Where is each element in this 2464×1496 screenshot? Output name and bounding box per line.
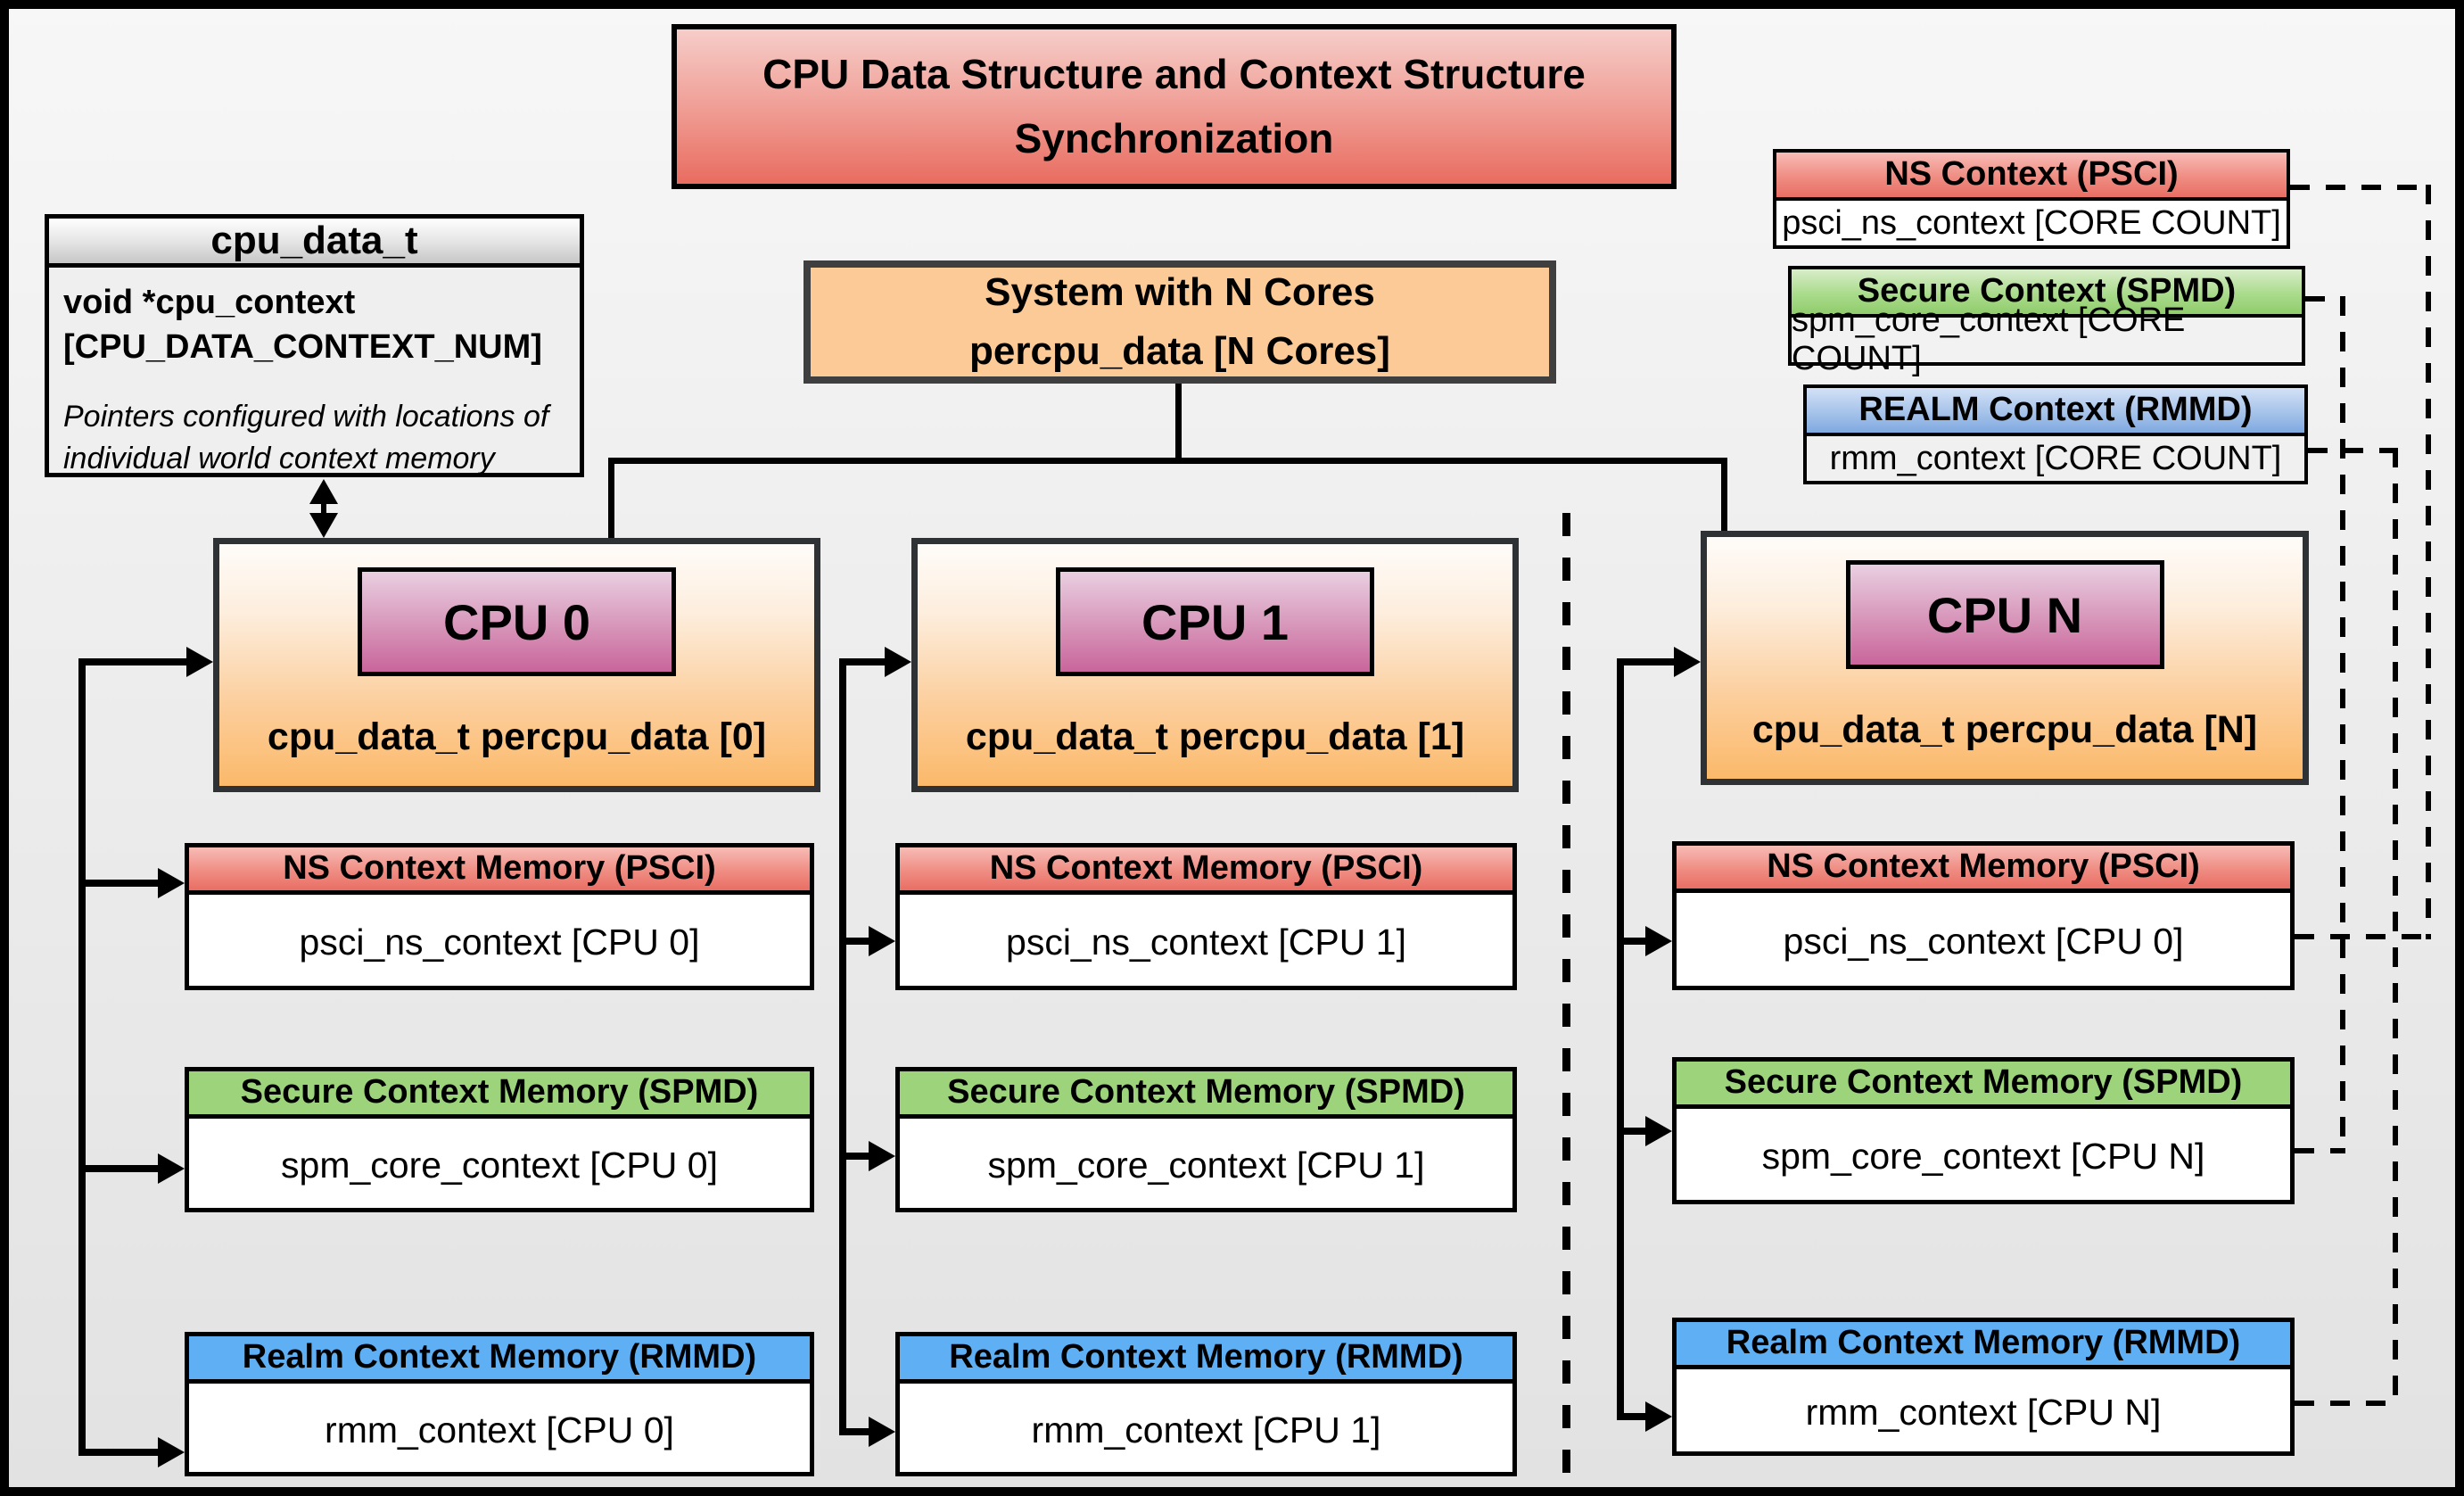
cpu1-realm-header: Realm Context Memory (RMMD) [900, 1336, 1512, 1384]
cpu-data-t-header: cpu_data_t [49, 219, 580, 268]
legend-secure-context: Secure Context (SPMD) spm_core_context [… [1788, 266, 2305, 377]
cpuN-pointer-trunk [1617, 659, 1624, 1420]
cpu1-arrow-realm-head-icon [869, 1417, 895, 1447]
cpu1-pointer-trunk [839, 659, 846, 1435]
cpu-data-t-body: void *cpu_context [CPU_DATA_CONTEXT_NUM]… [49, 268, 580, 492]
cpu0-box: CPU 0 cpu_data_t percpu_data [0] [213, 538, 820, 792]
cpu0-secure-context-memory: Secure Context Memory (SPMD) spm_core_co… [185, 1067, 814, 1212]
cpu1-ns-body: psci_ns_context [CPU 1] [1006, 922, 1406, 963]
cpu1-secure-header: Secure Context Memory (SPMD) [900, 1071, 1512, 1119]
cpu1-box: CPU 1 cpu_data_t percpu_data [1] [911, 538, 1519, 792]
cpuN-label: CPU N [1845, 560, 2164, 669]
cpu0-pointer-trunk [78, 659, 86, 1456]
cpuN-arrow-ns-line [1617, 938, 1645, 945]
legend-ns-dash-top [2290, 185, 2431, 190]
cpu0-realm-header: Realm Context Memory (RMMD) [189, 1336, 810, 1384]
system-drop-line [1175, 384, 1182, 460]
cpuN-arrow-secure-head-icon [1645, 1116, 1672, 1146]
cpu0-realm-body: rmm_context [CPU 0] [325, 1409, 674, 1451]
cpu0-data-label: cpu_data_t percpu_data [0] [267, 715, 767, 758]
legend-realm-context: REALM Context (RMMD) rmm_context [CORE C… [1803, 384, 2308, 484]
legend-ns-dash-vertical [2426, 185, 2431, 939]
cpuN-arrow-cpu-line [1617, 658, 1674, 665]
struct-link-down-arrow-icon [309, 513, 338, 538]
legend-ns-body: psci_ns_context [CORE COUNT] [1776, 201, 2287, 245]
cpu0-arrow-cpu-line [78, 658, 186, 665]
cpu1-arrow-secure-line [839, 1153, 869, 1160]
legend-ns-context: NS Context (PSCI) psci_ns_context [CORE … [1773, 149, 2290, 249]
cpuN-secure-header: Secure Context Memory (SPMD) [1677, 1062, 2290, 1109]
cpuN-secure-context-memory: Secure Context Memory (SPMD) spm_core_co… [1672, 1057, 2295, 1204]
legend-secure-body: spm_core_context [CORE COUNT] [1792, 302, 2186, 377]
cpu1-ns-header: NS Context Memory (PSCI) [900, 847, 1512, 895]
cpuN-ns-context-memory: NS Context Memory (PSCI) psci_ns_context… [1672, 841, 2295, 990]
cpu1-ns-context-memory: NS Context Memory (PSCI) psci_ns_context… [895, 843, 1517, 990]
cpu1-realm-context-memory: Realm Context Memory (RMMD) rmm_context … [895, 1332, 1517, 1476]
cpu0-arrow-realm-line [78, 1449, 158, 1456]
cpu0-arrow-cpu-head-icon [186, 647, 213, 677]
system-box: System with N Cores percpu_data [N Cores… [803, 260, 1556, 384]
cpu1-arrow-ns-head-icon [869, 926, 895, 956]
legend-realm-body: rmm_context [CORE COUNT] [1829, 439, 2282, 477]
legend-realm-dash-bottom [2295, 1401, 2398, 1406]
cpuN-arrow-cpu-head-icon [1674, 647, 1701, 677]
cpu1-label: CPU 1 [1056, 567, 1374, 676]
cpu0-ns-header: NS Context Memory (PSCI) [189, 847, 810, 895]
cpu0-ns-body: psci_ns_context [CPU 0] [299, 922, 700, 963]
cpu0-arrow-ns-head-icon [158, 868, 185, 898]
cpu0-arrow-realm-head-icon [158, 1437, 185, 1467]
cpuN-data-label: cpu_data_t percpu_data [N] [1751, 708, 2258, 751]
cpu1-arrow-cpu-head-icon [885, 647, 911, 677]
diagram-title: CPU Data Structure and Context Structure… [672, 24, 1677, 189]
cpu1-secure-context-memory: Secure Context Memory (SPMD) spm_core_co… [895, 1067, 1517, 1212]
legend-realm-dash-top [2308, 448, 2398, 453]
cpuN-box: CPU N cpu_data_t percpu_data [N] [1701, 531, 2309, 785]
bus-left-drop-line [608, 458, 614, 538]
cpuN-arrow-realm-line [1617, 1413, 1645, 1420]
cpuN-arrow-ns-head-icon [1645, 926, 1672, 956]
cpu1-realm-body: rmm_context [CPU 1] [1031, 1409, 1381, 1451]
cpu0-arrow-secure-line [78, 1165, 158, 1172]
legend-secure-header: Secure Context (SPMD) [1792, 269, 2302, 318]
legend-ns-header: NS Context (PSCI) [1776, 153, 2287, 201]
legend-secure-dash-bottom [2295, 1148, 2345, 1153]
cpu0-secure-body: spm_core_context [CPU 0] [281, 1145, 718, 1186]
cpu1-arrow-ns-line [839, 938, 869, 945]
cpu-data-t-box: cpu_data_t void *cpu_context [CPU_DATA_C… [45, 214, 584, 477]
cpu1-arrow-cpu-line [839, 658, 885, 665]
legend-realm-header: REALM Context (RMMD) [1807, 388, 2304, 436]
bus-line [608, 458, 1727, 464]
cpu-data-t-note: Pointers configured with locations of in… [63, 400, 549, 476]
cpuN-secure-body: spm_core_context [CPU N] [1761, 1136, 2205, 1177]
cpu0-arrow-ns-line [78, 880, 158, 887]
cpu0-ns-context-memory: NS Context Memory (PSCI) psci_ns_context… [185, 843, 814, 990]
system-box-line2: percpu_data [N Cores] [969, 329, 1390, 373]
struct-link-dashed-line [321, 501, 326, 517]
cpu1-arrow-secure-head-icon [869, 1141, 895, 1171]
legend-secure-dash-top [2305, 296, 2345, 302]
cpuN-arrow-realm-head-icon [1645, 1401, 1672, 1432]
cpu0-secure-header: Secure Context Memory (SPMD) [189, 1071, 810, 1119]
cpu1-arrow-realm-line [839, 1428, 869, 1435]
bus-right-drop-line [1721, 458, 1727, 531]
cpuN-ns-body: psci_ns_context [CPU 0] [1783, 921, 2184, 962]
legend-realm-dash-vertical [2393, 448, 2398, 1406]
cpu1-secure-body: spm_core_context [CPU 1] [987, 1145, 1425, 1186]
cpuN-realm-context-memory: Realm Context Memory (RMMD) rmm_context … [1672, 1318, 2295, 1456]
cpu0-realm-context-memory: Realm Context Memory (RMMD) rmm_context … [185, 1332, 814, 1476]
cpu-data-t-field: void *cpu_context [CPU_DATA_CONTEXT_NUM] [63, 284, 542, 367]
cpu0-arrow-secure-head-icon [158, 1153, 185, 1184]
legend-secure-dash-vertical [2340, 296, 2345, 1153]
cpuN-ns-header: NS Context Memory (PSCI) [1677, 846, 2290, 893]
cpu0-label: CPU 0 [358, 567, 676, 676]
system-box-line1: System with N Cores [985, 270, 1375, 314]
ellipsis-separator-dashed-line [1562, 513, 1570, 1487]
cpuN-realm-body: rmm_context [CPU N] [1805, 1392, 2162, 1433]
cpuN-arrow-secure-line [1617, 1128, 1645, 1135]
struct-link-up-arrow-icon [309, 479, 338, 504]
legend-ns-dash-bottom [2295, 934, 2431, 939]
cpuN-realm-header: Realm Context Memory (RMMD) [1677, 1322, 2290, 1369]
cpu1-data-label: cpu_data_t percpu_data [1] [965, 715, 1465, 758]
